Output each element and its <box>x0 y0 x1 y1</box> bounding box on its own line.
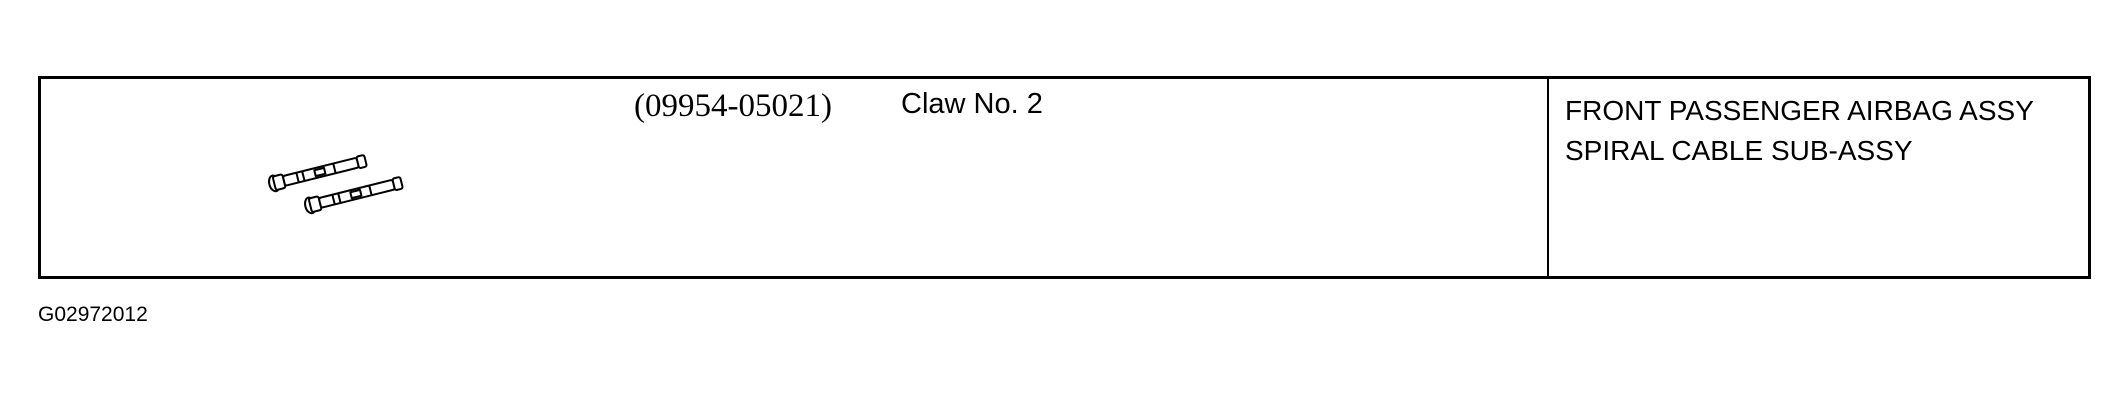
applicable-part-item: FRONT PASSENGER AIRBAG ASSY <box>1565 95 2034 126</box>
applicable-part-item: SPIRAL CABLE SUB-ASSY <box>1565 135 1913 166</box>
tool-part-number: (09954-05021) <box>634 88 832 124</box>
applicable-parts-cell: FRONT PASSENGER AIRBAG ASSY SPIRAL CABLE… <box>1549 79 2088 276</box>
tool-name: Claw No. 2 <box>901 88 1043 120</box>
tool-cell: (09954-05021) Claw No. 2 <box>41 79 1549 276</box>
figure-id: G02972012 <box>38 303 148 326</box>
claw-pins-illustration <box>268 154 404 215</box>
special-service-tool-table: (09954-05021) Claw No. 2 FRONT PASSENGER… <box>38 76 2091 279</box>
